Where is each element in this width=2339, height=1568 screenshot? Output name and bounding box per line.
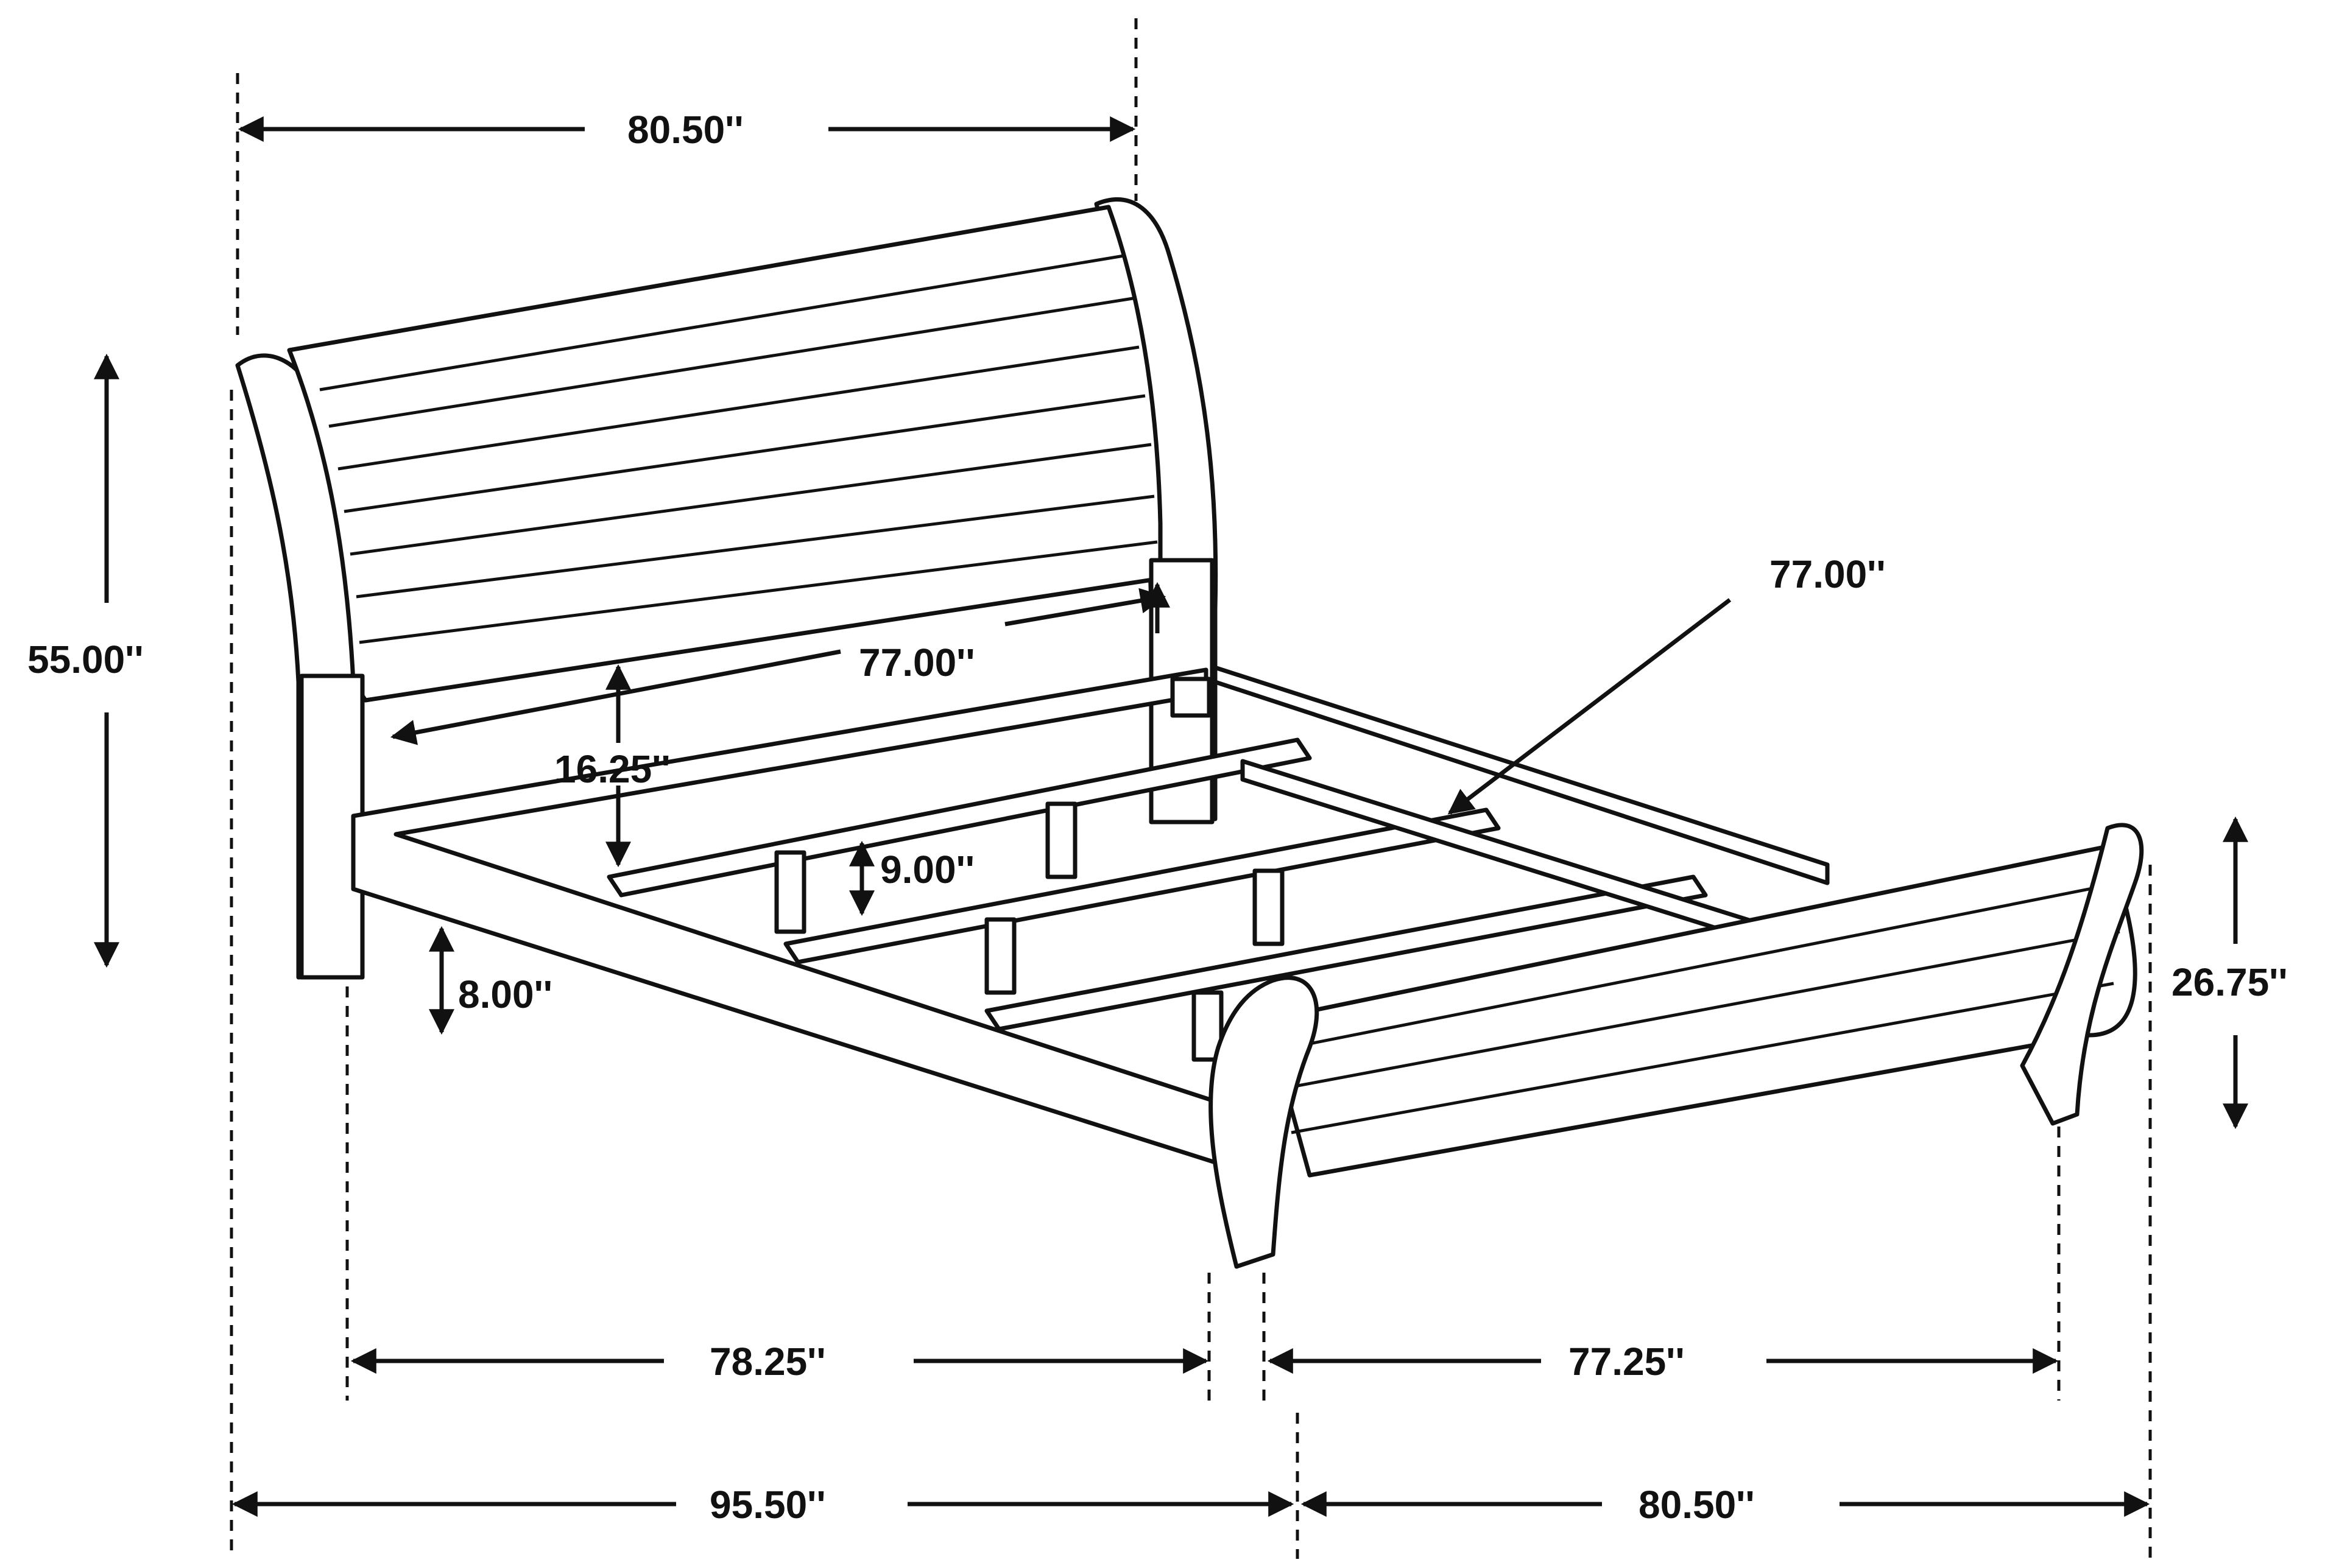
label-floor-clearance: 8.00'' [458,972,552,1016]
slat-leg [1252,868,1285,946]
slat-leg [1191,990,1224,1062]
label-inner-width: 77.25'' [1568,1340,1685,1383]
headboard-slat-line [337,345,1140,471]
label-headboard-height: 55.00'' [27,638,144,681]
headboard-slat-line [319,254,1124,392]
extension-lines [230,18,2152,1559]
footboard-left-post [1208,976,1319,1269]
dimension-labels: 80.50'' 55.00'' 77.00'' 77.00'' 16.25'' … [27,108,2288,1527]
headboard-slat-line [350,443,1152,556]
label-slat-length: 77.00'' [1769,552,1886,596]
headboard-slat-line [356,494,1155,599]
label-inner-length-top: 77.00'' [859,641,975,684]
footboard-slat-line [1291,881,2120,1049]
headboard-slat-line [359,540,1158,644]
rail-bracket [1170,677,1212,718]
bed-frame-illustration [235,197,2144,1269]
headboard-slat-line [344,394,1146,513]
arrow-inner-length-right [1004,588,1166,627]
label-headboard-width: 80.50'' [627,108,744,152]
slat-3 [984,874,1708,1032]
label-footboard-height: 26.75'' [2171,960,2288,1004]
leader-slat-length [1447,598,1732,815]
slat-leg [984,917,1017,995]
label-slat-clearance: 9.00'' [880,848,975,891]
footboard-right-post [2020,823,2144,1126]
slat-leg [774,850,806,934]
slat-leg [1045,801,1078,879]
headboard-panel [287,205,1163,703]
footboard-slat-line [1291,982,2114,1134]
label-rail-height: 16.25'' [554,747,671,791]
headboard-slat-line [328,297,1134,428]
slat-2 [783,807,1501,965]
dimension-arrows [94,116,2248,1517]
footboard-slat-line [1291,930,2120,1089]
label-overall-width: 80.50'' [1639,1483,1755,1527]
label-side-length: 78.25'' [710,1340,826,1383]
label-overall-length: 95.50'' [710,1483,826,1527]
near-side-rail [351,667,1239,1172]
